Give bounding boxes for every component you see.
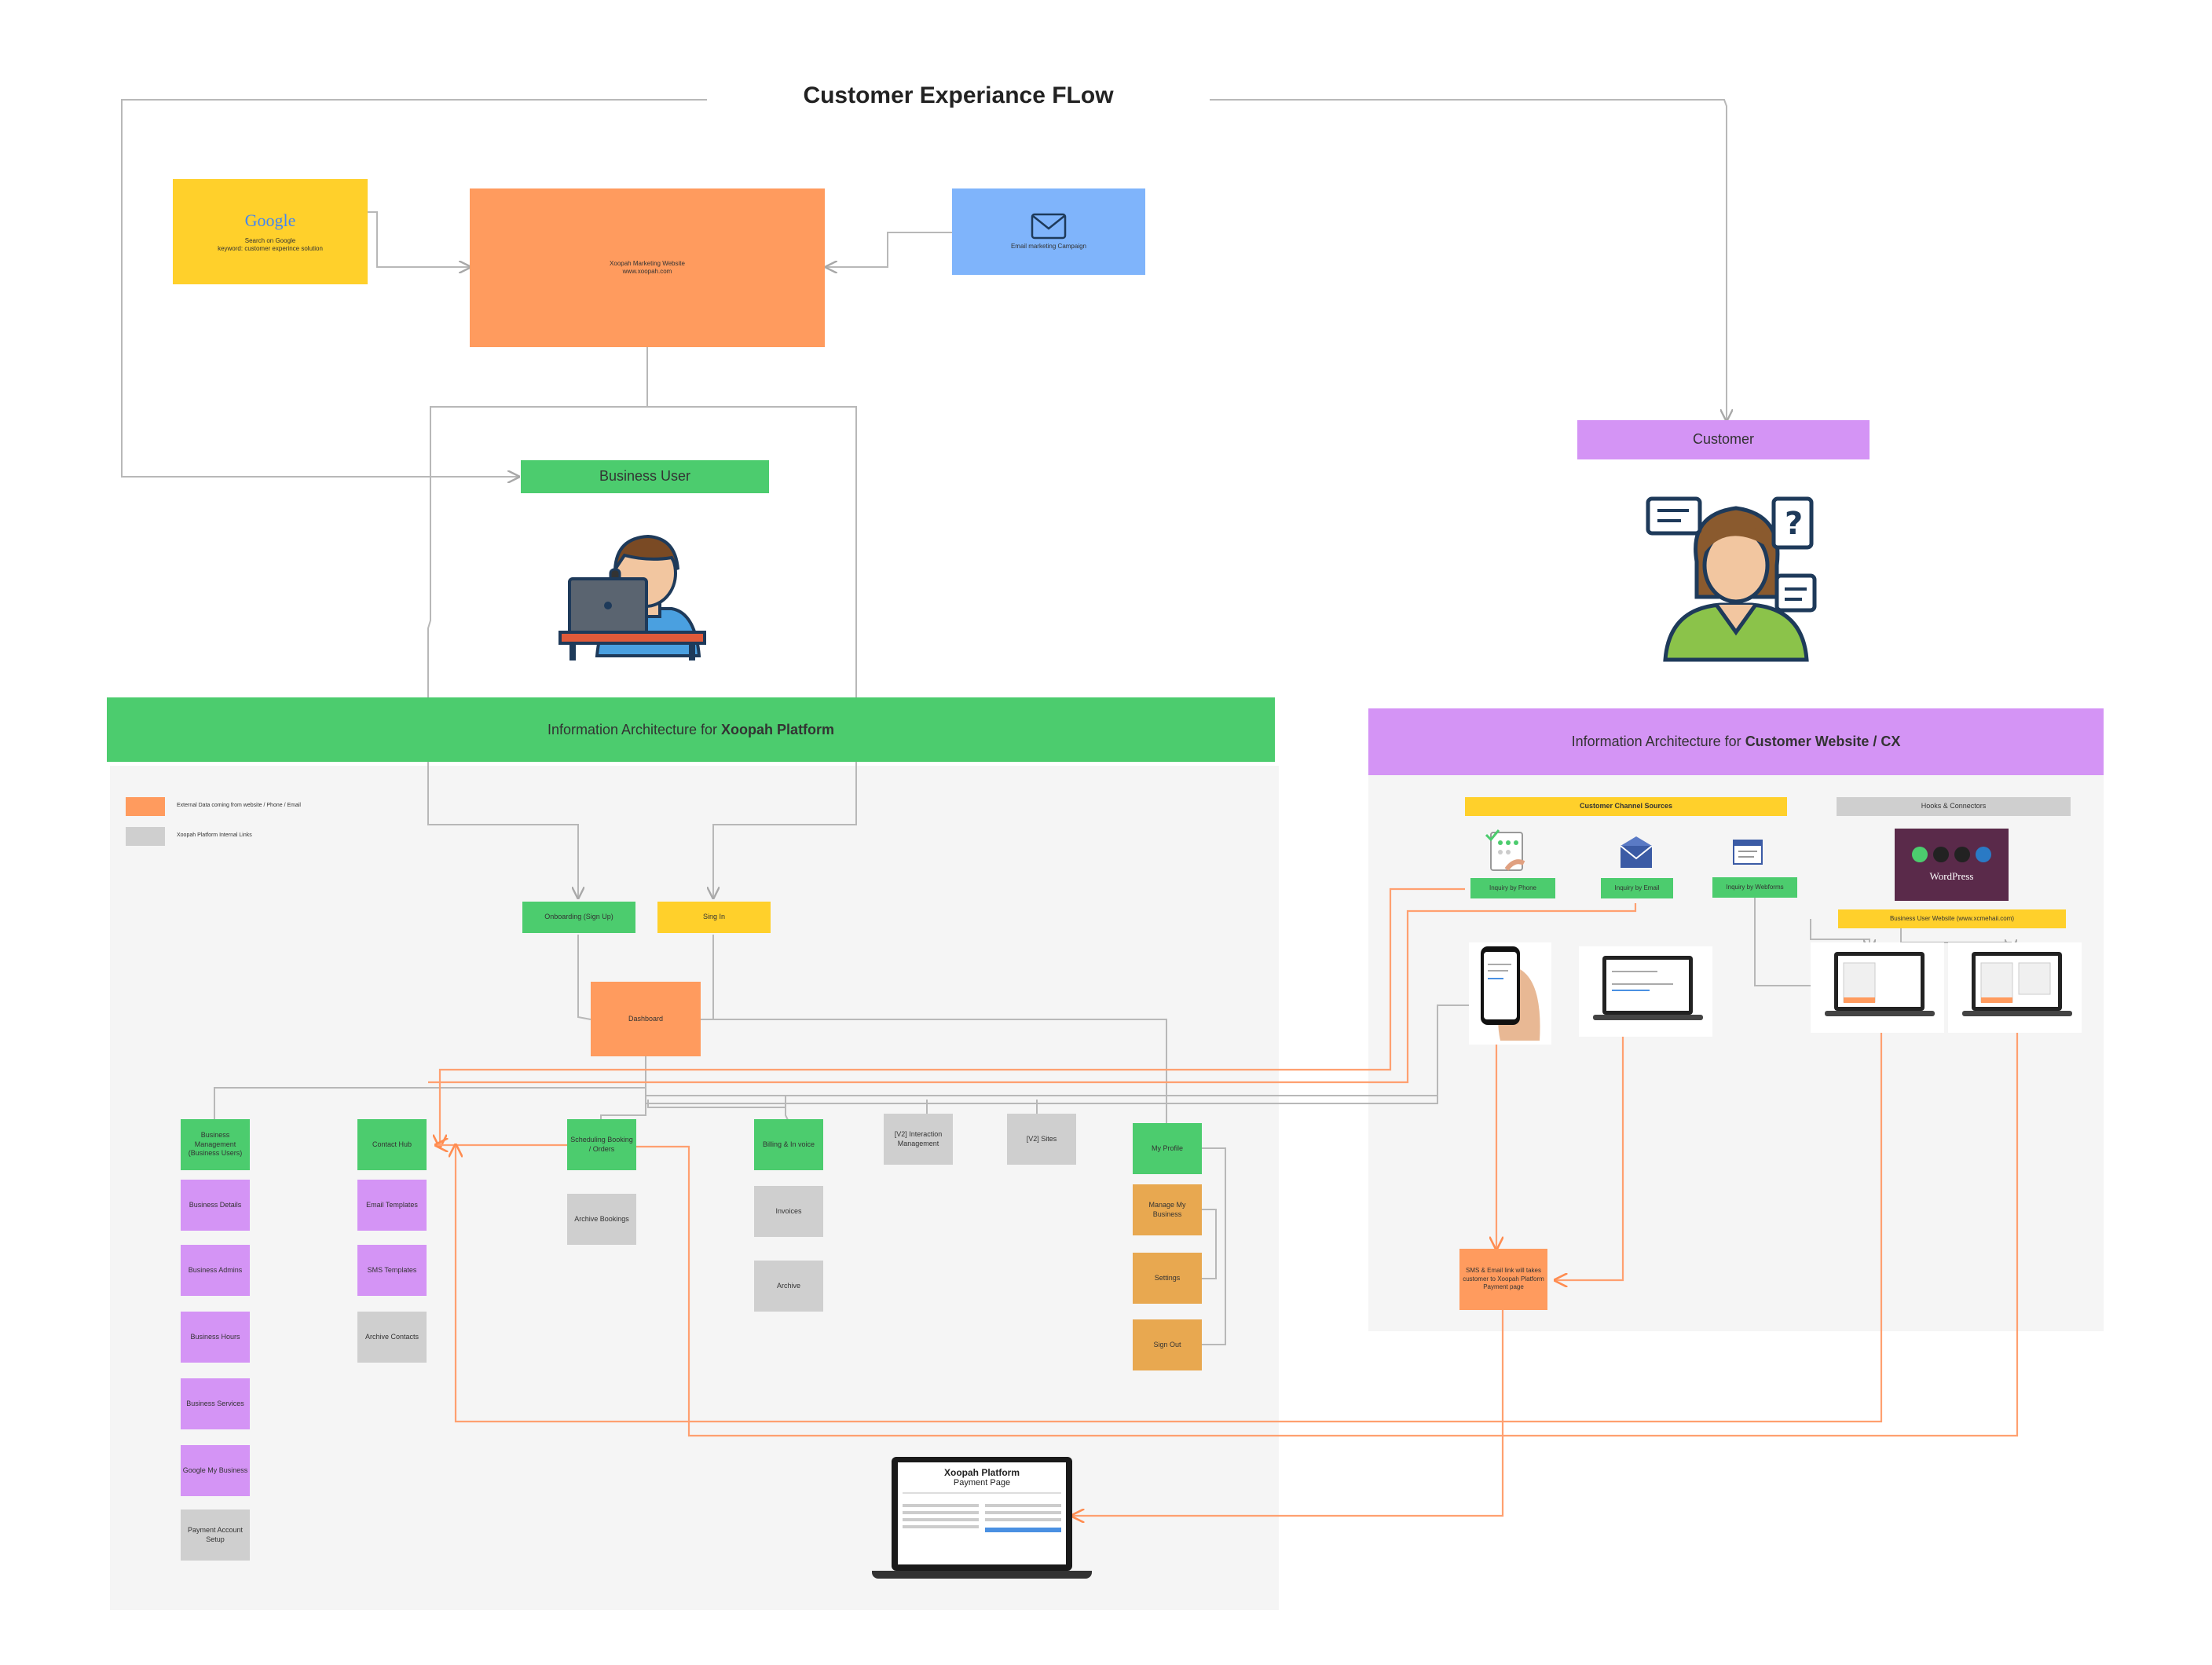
sites-box: [V2] Sites [1007,1114,1076,1165]
inquiry-phone-box: Inquiry by Phone [1470,878,1555,898]
scheduling-box: Scheduling Booking / Orders [567,1119,636,1170]
contact-hub-box: Contact Hub [357,1119,427,1170]
my-profile-box: My Profile [1133,1123,1202,1174]
sms-templates-box: SMS Templates [357,1245,427,1296]
sms-email-link-box: SMS & Email link will takes customer to … [1459,1249,1547,1310]
archive-box: Archive [754,1261,823,1312]
channel-sources-label: Customer Channel Sources [1465,797,1787,816]
legend-internal-swatch [126,827,165,846]
google-logo: Google [244,210,296,231]
legend-external-swatch [126,797,165,816]
legend-external-label: External Data coming from website / Phon… [177,803,301,808]
inquiry-email-box: Inquiry by Email [1601,878,1673,898]
marketing-website-text: Xoopah Marketing Website www.xoopah.com [610,259,685,275]
cx-header-bold: Customer Website / CX [1745,734,1901,749]
platform-header: Information Architecture for Xoopah Plat… [107,697,1275,762]
laptop-device-email [1579,946,1712,1037]
phone-hand-device [1469,942,1551,1045]
envelope-icon [1031,213,1067,240]
email-templates-box: Email Templates [357,1180,427,1231]
google-search-text: Search on Google keyword: customer exper… [218,236,323,253]
support-agent-illustration [558,534,706,661]
settings-box: Settings [1133,1253,1202,1304]
payment-setup-box: Payment Account Setup [181,1509,250,1561]
connector-icon [1954,847,1970,862]
google-search-box: Google Search on Google keyword: custome… [173,179,368,284]
business-details-box: Business Details [181,1180,250,1231]
connector-icon [1933,847,1949,862]
connector-icon [1976,847,1991,862]
marketing-website-box: Xoopah Marketing Website www.xoopah.com [470,188,825,347]
business-user-label: Business User [521,460,769,493]
billing-box: Billing & In voice [754,1119,823,1170]
archive-bookings-box: Archive Bookings [567,1194,636,1245]
business-hours-box: Business Hours [181,1312,250,1363]
dashboard-box: Dashboard [591,982,701,1056]
cx-header: Information Architecture for Customer We… [1368,708,2104,775]
platform-header-bold: Xoopah Platform [721,721,835,737]
customer-illustration: ? [1646,496,1817,662]
cx-header-prefix: Information Architecture for [1571,734,1745,749]
onboarding-box: Onboarding (Sign Up) [522,902,635,933]
wordpress-label: WordPress [1929,870,1974,882]
business-website-label: Business User Website (www.xcmehaii.com) [1838,909,2066,928]
payment-page-subtitle: Payment Page [953,1478,1011,1488]
diagram-title: Customer Experiance FLow [803,82,1114,108]
business-mgmt-box: Business Management (Business Users) [181,1119,250,1170]
interaction-mgmt-box: [V2] Interaction Management [884,1114,953,1165]
email-campaign-text: Email marketing Campaign [1010,242,1087,250]
hooks-connectors-label: Hooks & Connectors [1837,797,2071,816]
sign-out-box: Sign Out [1133,1319,1202,1370]
payment-page-laptop: Xoopah Platform Payment Page [868,1453,1096,1586]
inquiry-webforms-box: Inquiry by Webforms [1712,877,1797,898]
invoices-box: Invoices [754,1186,823,1237]
email-campaign-box: Email marketing Campaign [952,188,1145,275]
svg-text:?: ? [1785,506,1803,542]
manage-business-box: Manage My Business [1133,1184,1202,1235]
legend-internal-label: Xoopah Platform Internal Links [177,832,252,838]
email-inquiry-icon [1620,836,1653,868]
signin-box: Sing In [657,902,771,933]
connector-icon [1912,847,1928,862]
wordpress-connector: WordPress [1895,829,2009,901]
platform-header-prefix: Information Architecture for [547,721,722,737]
webform-inquiry-icon [1733,840,1763,865]
business-admins-box: Business Admins [181,1245,250,1296]
phone-inquiry-icon [1485,829,1525,871]
business-services-box: Business Services [181,1378,250,1429]
laptop-device-site-1 [1811,942,1944,1033]
customer-label: Customer [1577,420,1870,459]
payment-page-title: Xoopah Platform [943,1467,1020,1478]
google-my-business-box: Google My Business [181,1445,250,1496]
laptop-device-site-2 [1948,942,2082,1033]
archive-contacts-box: Archive Contacts [357,1312,427,1363]
